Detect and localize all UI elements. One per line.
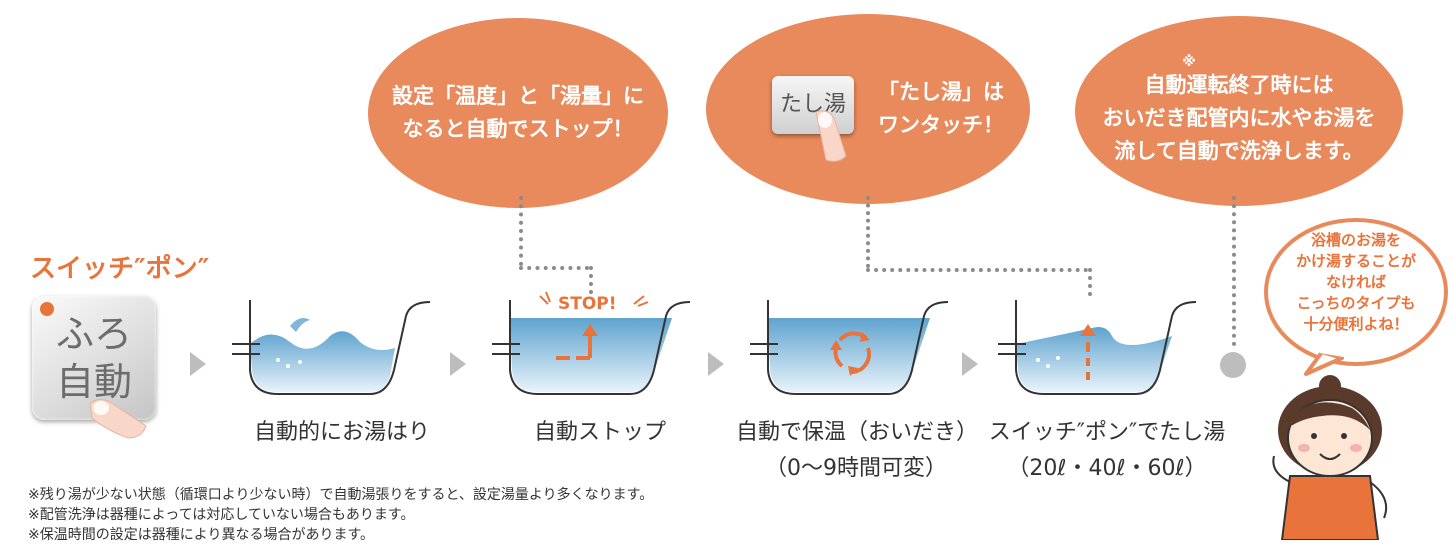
connector-line-2a bbox=[866, 196, 870, 268]
indicator-led bbox=[40, 302, 54, 316]
stop-label: STOP! bbox=[558, 294, 617, 314]
bubble-tashiyu bbox=[706, 14, 1030, 204]
bubble-pipe-clean: ※ 自動運転終了時には おいだき配管内に水やお湯を 流して自動で洗浄します。 bbox=[1075, 16, 1403, 206]
bathtub-stop bbox=[492, 300, 691, 395]
step-caption-add-water-sub: （20ℓ・40ℓ・60ℓ） bbox=[1007, 456, 1207, 481]
connector-line-2c bbox=[1088, 268, 1092, 296]
speech-line-2: かけ湯することが bbox=[1295, 252, 1416, 270]
step-caption-keep-warm-sub: （0〜9時間可変） bbox=[765, 456, 947, 481]
bubble-pipe-clean-line3: 流して自動で洗浄します。 bbox=[1114, 138, 1364, 163]
arrow-right-icon bbox=[450, 352, 466, 376]
arrow-right-icon bbox=[708, 352, 724, 376]
speech-line-1: 浴槽のお湯を bbox=[1310, 231, 1401, 249]
connector-line-1b bbox=[519, 266, 589, 270]
furo-auto-label-line1: ふろ bbox=[55, 312, 132, 356]
note-1: ※残り湯が少ない状態（循環口より少ない時）で自動湯張りをすると、設定湯量より多く… bbox=[28, 487, 654, 503]
switch-title: スイッチ″ポン″ bbox=[30, 254, 210, 284]
connector-line-1a bbox=[519, 196, 523, 266]
speech-bubble bbox=[1264, 218, 1448, 376]
note-3: ※保温時間の設定は器種により異なる場合があります。 bbox=[28, 527, 375, 543]
connector-line-2b bbox=[866, 268, 1088, 272]
step-caption-fill: 自動的にお湯はり bbox=[253, 420, 430, 445]
bubble-tashiyu-line2: ワンタッチ！ bbox=[878, 113, 1004, 137]
arrow-right-icon bbox=[962, 352, 978, 376]
speech-text: 浴槽のお湯を かけ湯することが なければ こっちのタイプも 十分便利よね！ bbox=[1272, 230, 1440, 335]
step-caption-add-water: スイッチ″ポン″でたし湯 bbox=[988, 420, 1226, 445]
note-2: ※配管洗浄は器種によっては対応していない場合もあります。 bbox=[28, 507, 415, 523]
bubble-pipe-clean-line2: おいだき配管内に水やお湯を bbox=[1102, 105, 1376, 130]
furo-auto-button: ふろ 自動 bbox=[32, 296, 156, 420]
connector-line-3 bbox=[1232, 196, 1236, 346]
step-caption-keep-warm: 自動で保温（おいだき） bbox=[736, 420, 979, 445]
bubble-tashiyu-line1: 「たし湯」は bbox=[878, 80, 1004, 104]
bathtub-add-hot-water bbox=[998, 300, 1197, 395]
bubble-auto-stop-line2: なると自動でストップ！ bbox=[402, 117, 634, 141]
stop-sparks-icon bbox=[539, 291, 649, 307]
connector-line-1c bbox=[589, 266, 593, 294]
bubble-auto-stop-line1: 設定「温度」と「湯量」に bbox=[392, 84, 644, 108]
finger-icon bbox=[815, 110, 847, 162]
woman-character-illustration bbox=[1272, 375, 1388, 540]
bubble-pipe-clean-line1: 自動運転終了時には bbox=[1144, 72, 1334, 97]
speech-line-3: なければ bbox=[1325, 273, 1386, 291]
bathtub-keep-warm bbox=[750, 300, 949, 395]
bubble-pipe-clean-mark: ※ bbox=[1182, 53, 1196, 70]
furo-auto-label-line2: 自動 bbox=[55, 360, 132, 404]
speech-line-5: 十分便利よね！ bbox=[1303, 315, 1409, 333]
tashiyu-button-illustration: たし湯 bbox=[772, 76, 854, 134]
connector-end-dot bbox=[1220, 352, 1246, 378]
speech-line-4: こっちのタイプも bbox=[1296, 294, 1416, 312]
step-caption-stop: 自動ストップ bbox=[533, 420, 666, 445]
bubble-auto-stop: 設定「温度」と「湯量」に なると自動でストップ！ bbox=[368, 18, 668, 208]
bathtub-filling bbox=[232, 300, 431, 395]
finger-icon bbox=[89, 398, 147, 439]
arrow-right-icon bbox=[190, 352, 206, 376]
